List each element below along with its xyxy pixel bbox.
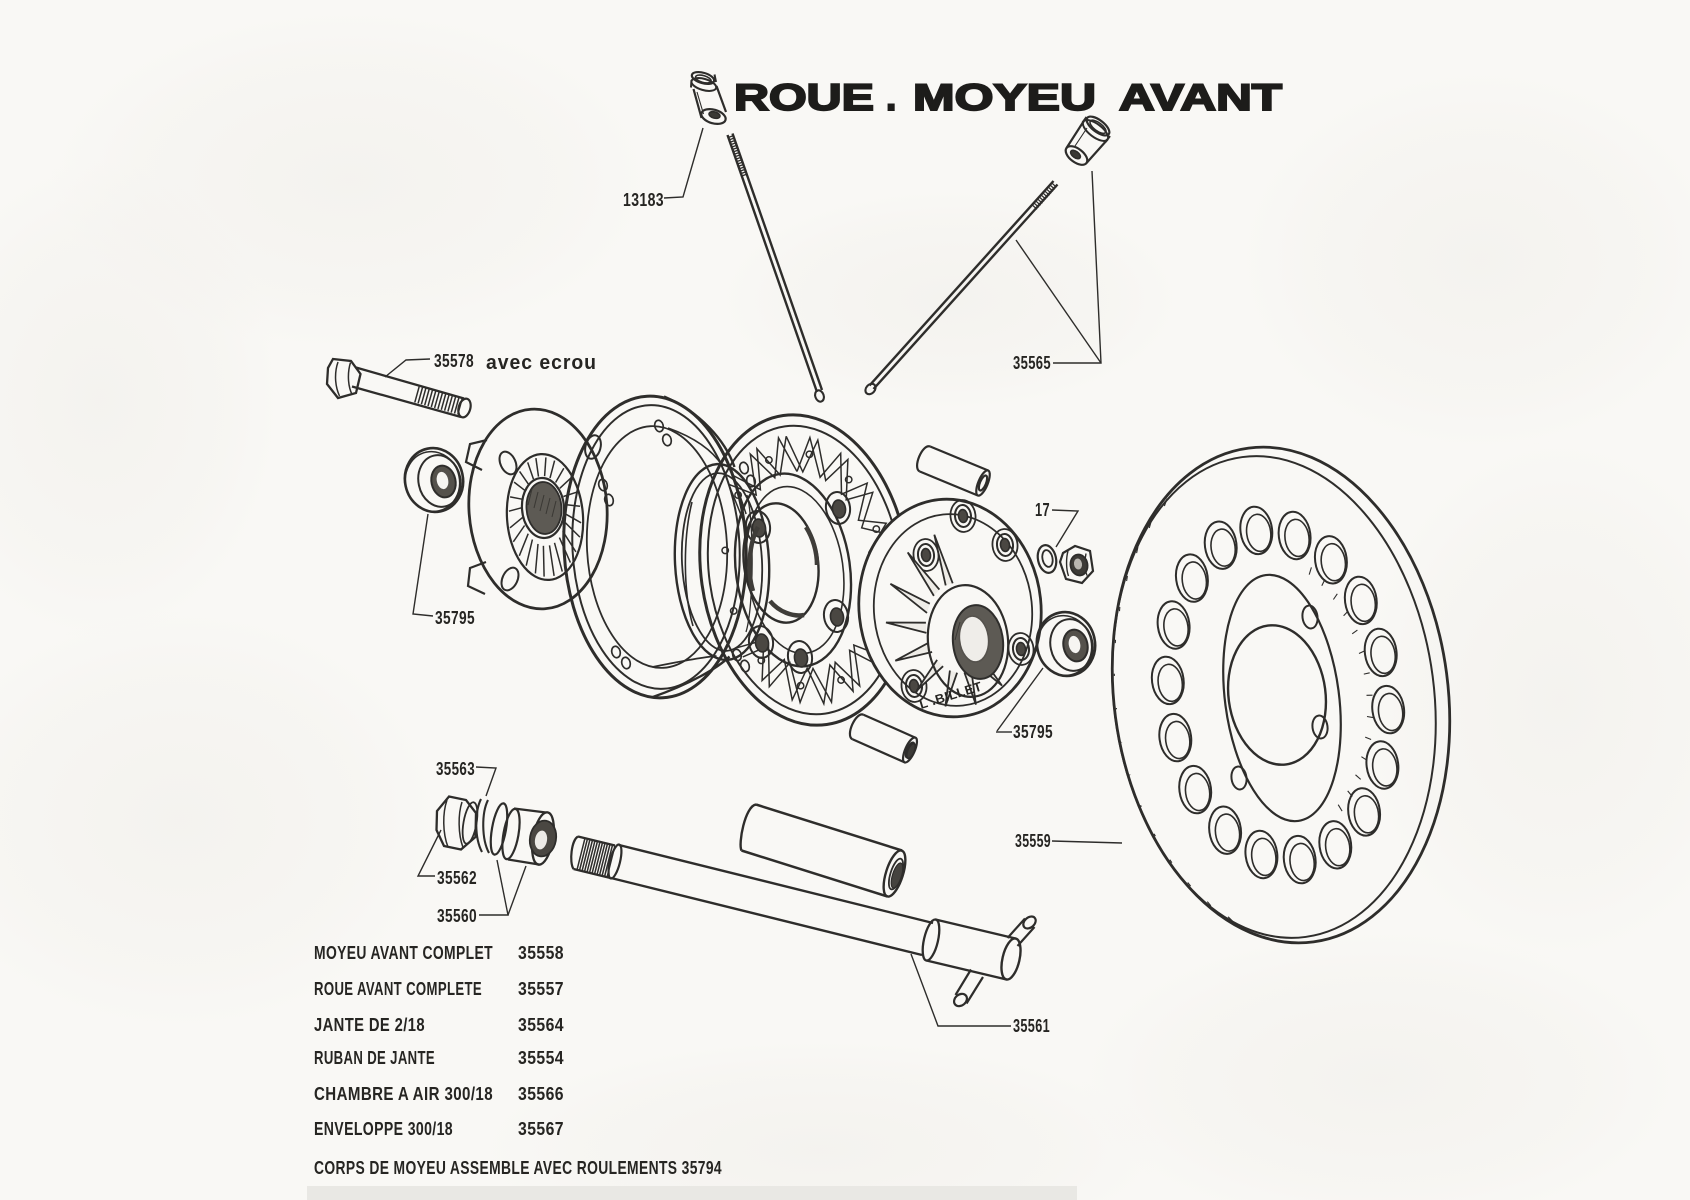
svg-text:35565: 35565 (1013, 353, 1051, 373)
svg-text:avec ecrou: avec ecrou (486, 352, 597, 374)
svg-text:35795: 35795 (1013, 722, 1053, 742)
svg-text:35561: 35561 (1013, 1016, 1050, 1036)
svg-text:35578: 35578 (434, 351, 474, 371)
svg-text:35566: 35566 (518, 1083, 564, 1104)
svg-text:35795: 35795 (435, 608, 475, 628)
svg-text:35563: 35563 (436, 759, 475, 779)
svg-text:CORPS DE MOYEU ASSEMBLE AVEC R: CORPS DE MOYEU ASSEMBLE AVEC ROULEMENTS … (314, 1157, 722, 1178)
svg-text:AVANT: AVANT (1119, 77, 1283, 118)
svg-text:13183: 13183 (623, 190, 664, 210)
svg-text:35559: 35559 (1015, 831, 1051, 851)
svg-text:CHAMBRE A AIR 300/18: CHAMBRE A AIR 300/18 (314, 1083, 493, 1104)
svg-text:35560: 35560 (437, 906, 477, 926)
svg-text:ROUE AVANT COMPLETE: ROUE AVANT COMPLETE (314, 978, 482, 999)
svg-text:35562: 35562 (437, 868, 477, 888)
svg-text:ENVELOPPE 300/18: ENVELOPPE 300/18 (314, 1118, 453, 1139)
svg-text:35564: 35564 (518, 1014, 564, 1035)
svg-text:17: 17 (1035, 500, 1050, 520)
svg-text:35557: 35557 (518, 978, 564, 999)
svg-text:35558: 35558 (518, 942, 564, 963)
svg-text:35554: 35554 (518, 1047, 564, 1068)
svg-text:ROUE: ROUE (734, 77, 874, 118)
svg-text:JANTE DE 2/18: JANTE DE 2/18 (314, 1014, 425, 1035)
svg-text:MOYEU: MOYEU (913, 77, 1096, 118)
svg-text:.: . (886, 77, 896, 118)
svg-text:RUBAN DE JANTE: RUBAN DE JANTE (314, 1047, 435, 1068)
svg-text:35567: 35567 (518, 1118, 564, 1139)
svg-text:MOYEU AVANT COMPLET: MOYEU AVANT COMPLET (314, 942, 493, 963)
